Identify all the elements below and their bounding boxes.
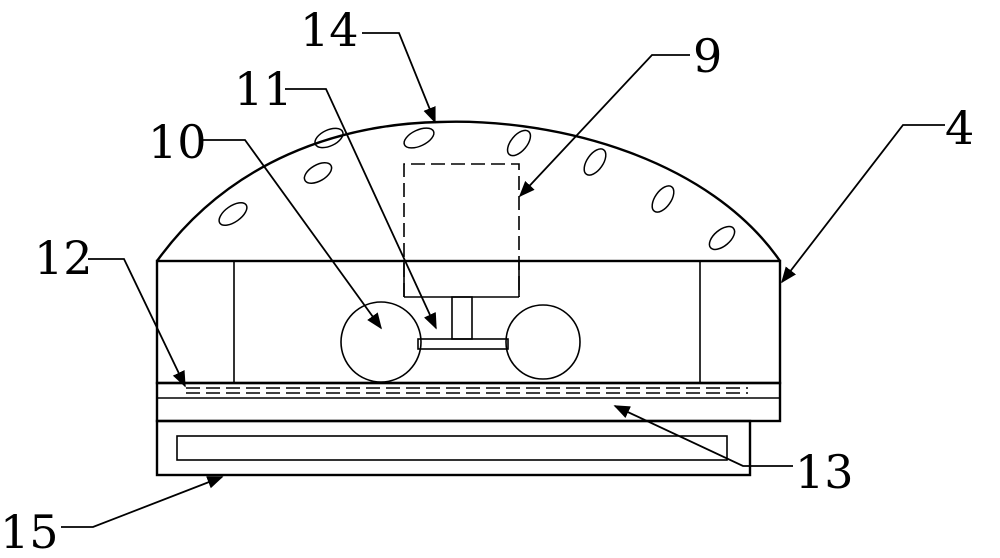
label-14: 14 [300,3,359,57]
vent-slot [580,145,610,179]
vent-slot [301,159,335,188]
leader-9 [520,55,690,196]
leader-15 [61,477,222,527]
vent-slot [648,182,678,216]
dome-vent-slots [215,124,738,254]
label-13: 13 [795,445,854,499]
label-9: 9 [693,29,722,83]
label-12: 12 [34,231,93,285]
vent-slot [401,124,437,152]
component-9-hidden [404,164,519,297]
housing-body [157,261,780,383]
label-4: 4 [945,101,974,155]
leader-12 [88,259,185,386]
leader-14 [362,33,435,122]
vent-slot [215,198,250,229]
leader-4 [782,125,945,282]
label-11: 11 [234,62,293,116]
axle-bar [418,339,508,349]
leader-10 [200,140,381,328]
filter-strip-12 [186,388,748,393]
leader-11 [285,89,436,328]
vent-slot [705,222,738,254]
vent-slot [503,126,535,159]
dome-cover [157,122,780,261]
wheel-right [506,305,580,379]
label-10: 10 [148,115,207,169]
label-15: 15 [0,505,59,558]
bottom-tray-15 [157,421,750,475]
shaft-11 [452,297,472,339]
bottom-tray-inner [177,436,727,460]
wheel-left [341,302,421,382]
